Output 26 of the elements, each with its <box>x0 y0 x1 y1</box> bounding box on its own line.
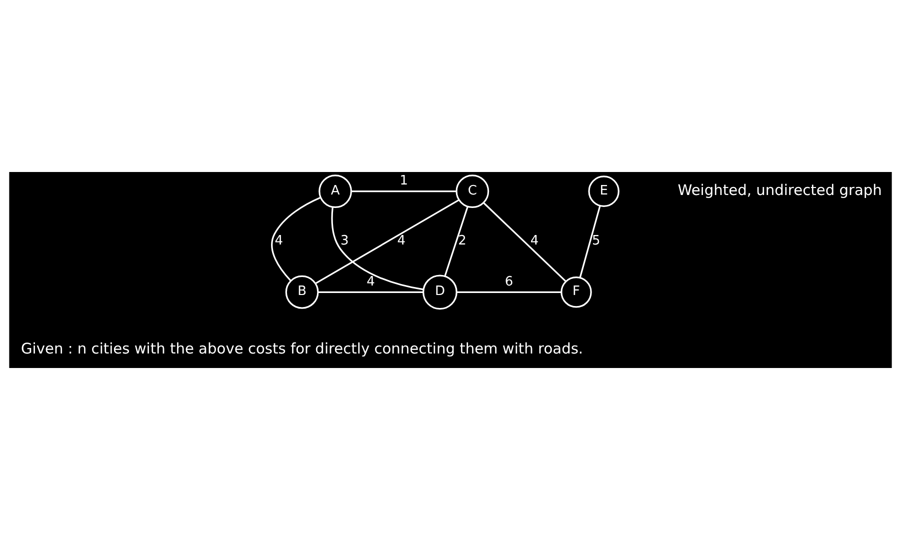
connector <box>579 206 601 278</box>
node-circle: F <box>560 276 592 308</box>
connector <box>352 190 456 192</box>
connector <box>318 291 424 293</box>
connector <box>315 199 460 284</box>
node-circle: E <box>588 176 620 207</box>
connector <box>444 206 468 276</box>
edge-label: 4 <box>397 234 406 249</box>
node-circle: D <box>422 274 458 310</box>
node-circle: A <box>318 174 352 208</box>
connector <box>271 196 321 282</box>
connector <box>331 207 424 290</box>
node-circle: B <box>285 275 319 309</box>
edge-label: 4 <box>274 234 284 249</box>
edge-label: 2 <box>458 234 466 249</box>
edge-label: 5 <box>592 234 600 249</box>
edge-label: 6 <box>504 274 514 290</box>
label: Given : n cities with the above costs for directly connecting them with roads. <box>21 340 584 358</box>
edge-label: 1 <box>400 174 408 189</box>
node-circle: C <box>456 174 490 208</box>
edge-label: 4 <box>366 274 375 290</box>
connector <box>483 202 566 282</box>
connector <box>456 291 562 293</box>
label: Weighted, undirected graph <box>678 182 882 199</box>
edge-label: 4 <box>530 234 539 249</box>
edge-label: 3 <box>340 234 349 249</box>
